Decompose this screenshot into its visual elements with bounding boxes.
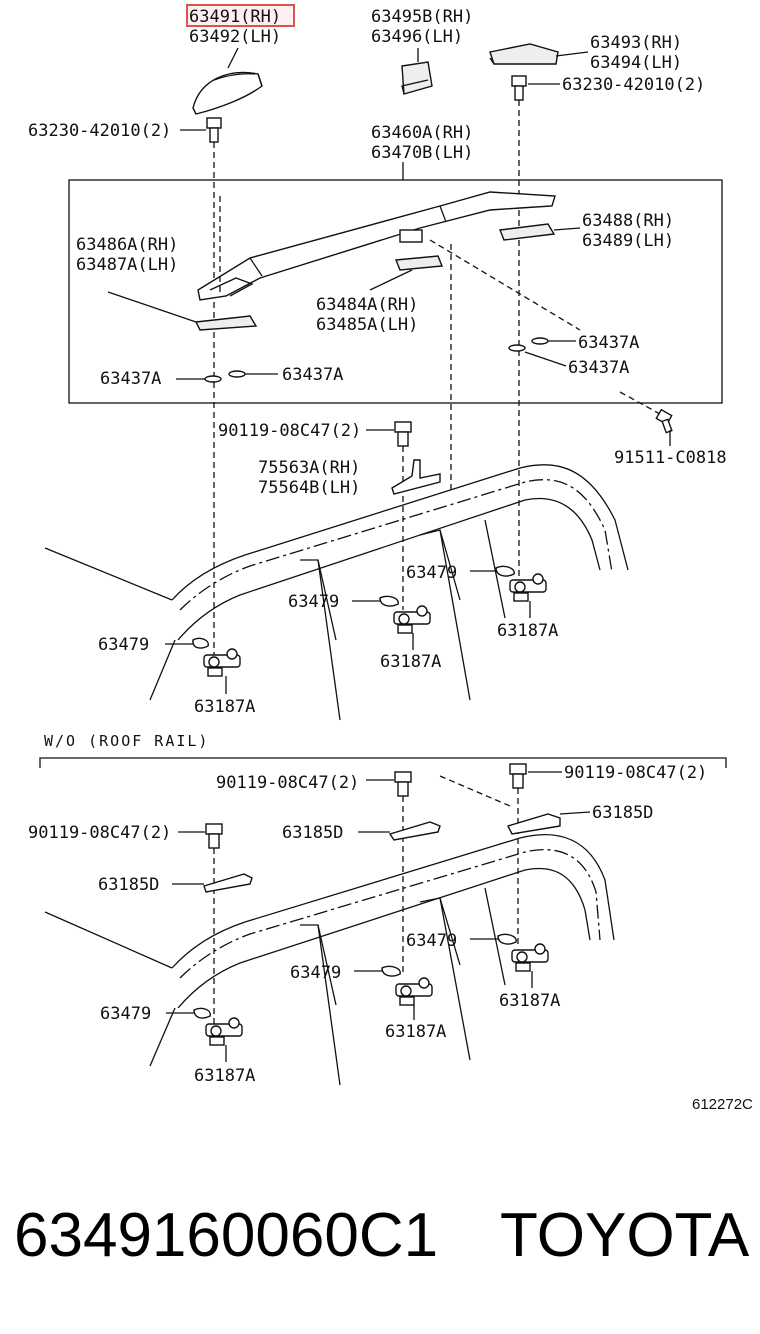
- label-bolt-e: 90119-08C47(2): [564, 763, 707, 783]
- label-bolt-c: 90119-08C47(2): [218, 421, 361, 441]
- label-63460a: 63460A(RH): [371, 123, 473, 143]
- seal-icon: [192, 637, 209, 649]
- roof-rail-part: [197, 191, 556, 301]
- label-63491: 63491(RH): [189, 7, 281, 27]
- bolt-icon: [509, 763, 527, 789]
- label-63489: 63489(LH): [582, 231, 674, 251]
- highlight-box: [186, 4, 295, 27]
- clip-icon: [203, 648, 241, 677]
- label-75564b: 75564B(LH): [258, 478, 360, 498]
- label-washer-2: 63437A: [282, 365, 343, 385]
- label-bracket-2: 63185D: [282, 823, 343, 843]
- car-body-upper: [44, 464, 629, 721]
- label-63495b: 63495B(RH): [371, 7, 473, 27]
- center-pad-part: [395, 255, 443, 271]
- seal-icon: [379, 595, 399, 607]
- bracket-part: [507, 813, 561, 835]
- label-63486a: 63486A(RH): [76, 235, 178, 255]
- label-seal-5: 63479: [290, 963, 341, 983]
- front-cover-part: [192, 71, 263, 115]
- rear-pad-part: [499, 223, 556, 241]
- label-63488: 63488(RH): [582, 211, 674, 231]
- bracket-part: [391, 459, 441, 495]
- bolt-left-icon: [206, 117, 222, 143]
- label-63484a: 63484A(RH): [316, 295, 418, 315]
- label-seal-6: 63479: [406, 931, 457, 951]
- label-63487a: 63487A(LH): [76, 255, 178, 275]
- clip-icon: [393, 605, 431, 634]
- label-clip-3: 63187A: [497, 621, 558, 641]
- label-bolt-a: 63230-42010(2): [28, 121, 171, 141]
- reference-code: 612272C: [692, 1096, 753, 1113]
- label-63494: 63494(LH): [590, 53, 682, 73]
- bracket-part: [388, 821, 441, 841]
- clip-icon: [395, 977, 433, 1006]
- screw-icon: [655, 408, 673, 434]
- label-washer-1: 63437A: [100, 369, 161, 389]
- label-bolt-f: 90119-08C47(2): [28, 823, 171, 843]
- label-63470b: 63470B(LH): [371, 143, 473, 163]
- bracket-part: [203, 873, 253, 893]
- washer-icon: [204, 375, 222, 383]
- bolt-icon: [394, 771, 412, 797]
- label-seal-2: 63479: [288, 592, 339, 612]
- label-seal-4: 63479: [100, 1004, 151, 1024]
- label-63492: 63492(LH): [189, 27, 281, 47]
- roof-rail-assembly-box: [68, 179, 723, 404]
- section-title: W/O (ROOF RAIL): [44, 732, 209, 750]
- seal-icon: [193, 1007, 211, 1019]
- washer-icon: [531, 337, 549, 345]
- label-bracket-3: 63185D: [98, 875, 159, 895]
- seal-icon: [495, 565, 515, 577]
- section-bracket: [39, 757, 727, 768]
- label-clip-2: 63187A: [380, 652, 441, 672]
- label-63493: 63493(RH): [590, 33, 682, 53]
- car-body-lower: [44, 834, 615, 1086]
- clip-icon: [511, 943, 549, 972]
- label-bolt-d: 90119-08C47(2): [216, 773, 359, 793]
- label-washer-3: 63437A: [578, 333, 639, 353]
- washer-icon: [228, 370, 246, 378]
- bolt-right-icon: [511, 75, 527, 101]
- label-seal-1: 63479: [98, 635, 149, 655]
- label-63485a: 63485A(LH): [316, 315, 418, 335]
- label-75563a: 75563A(RH): [258, 458, 360, 478]
- label-clip-5: 63187A: [385, 1022, 446, 1042]
- brand-name: TOYOTA: [500, 1201, 750, 1270]
- front-pad-part: [194, 315, 258, 331]
- label-screw: 91511-C0818: [614, 448, 727, 468]
- clip-icon: [509, 573, 547, 602]
- label-clip-4: 63187A: [194, 1066, 255, 1086]
- center-cap-part: [401, 61, 433, 95]
- label-bolt-b: 63230-42010(2): [562, 75, 705, 95]
- label-bracket-1: 63185D: [592, 803, 653, 823]
- label-washer-4: 63437A: [568, 358, 629, 378]
- bolt-icon: [394, 421, 412, 447]
- label-seal-3: 63479: [406, 563, 457, 583]
- bolt-icon: [205, 823, 223, 849]
- washer-icon: [508, 344, 526, 352]
- label-63496: 63496(LH): [371, 27, 463, 47]
- part-number: 6349160060C1: [14, 1201, 438, 1270]
- label-clip-6: 63187A: [499, 991, 560, 1011]
- rear-cover-part: [489, 43, 559, 65]
- seal-icon: [497, 933, 517, 945]
- clip-icon: [205, 1017, 243, 1046]
- label-clip-1: 63187A: [194, 697, 255, 717]
- seal-icon: [381, 965, 401, 977]
